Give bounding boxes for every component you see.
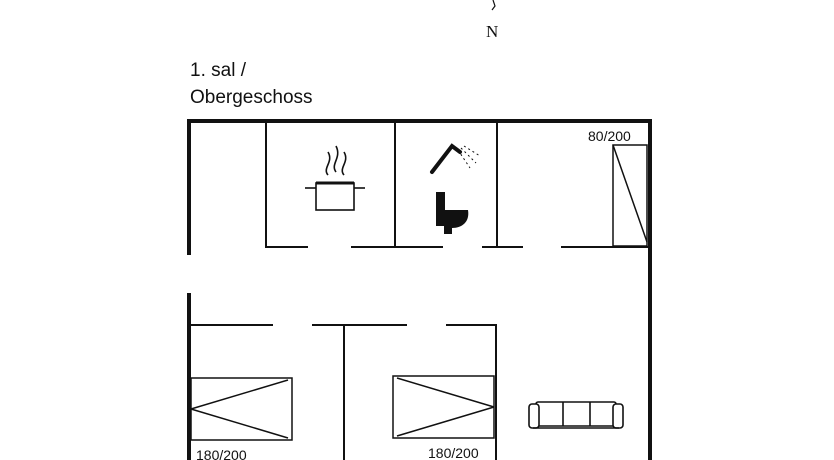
single-bed-size-label: 80/200: [588, 128, 631, 144]
compass-needle-icon: [491, 0, 496, 11]
floor-title-line2: Obergeschoss: [190, 87, 313, 108]
cooking-pot-icon: [305, 145, 365, 211]
floor-title-line1: 1. sal /: [190, 60, 247, 81]
single-bed: 80/200: [588, 128, 648, 247]
bed-icon: [612, 144, 648, 247]
shower-icon: [430, 143, 481, 174]
bed-icon: [392, 375, 495, 439]
north-label: N: [486, 22, 498, 41]
double-bed-right-size-label: 180/200: [428, 445, 479, 460]
bed-icon: [190, 377, 293, 441]
double-bed-left: 180/200: [190, 377, 293, 460]
compass: N: [486, 0, 498, 41]
double-bed-left-size-label: 180/200: [196, 447, 247, 460]
walls: [187, 119, 652, 460]
sofa-icon: [528, 401, 624, 429]
toilet-icon: [436, 192, 469, 234]
double-bed-right: 180/200: [392, 375, 495, 460]
